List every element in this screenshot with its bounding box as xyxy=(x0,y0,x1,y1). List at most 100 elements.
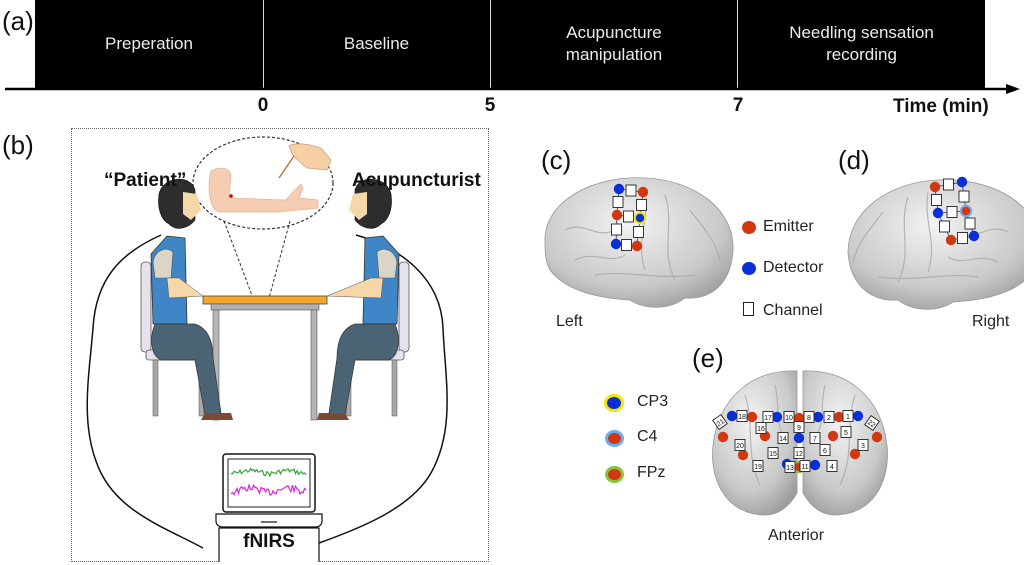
phase-label: Needling sensation recording xyxy=(789,22,934,64)
channel-box: 7 xyxy=(809,432,821,444)
cable-left xyxy=(86,234,204,549)
probe-layout-left xyxy=(610,183,649,252)
panel-label-d: (d) xyxy=(838,145,870,175)
svg-text:19: 19 xyxy=(754,464,762,471)
detector xyxy=(726,410,738,422)
channel-box: 3 xyxy=(857,439,869,451)
setup-illustration xyxy=(86,136,448,562)
channel-box xyxy=(621,239,632,251)
emitter xyxy=(833,411,845,423)
channel-box: 11 xyxy=(799,460,811,472)
tick-0: 0 xyxy=(257,95,269,116)
cp3-marker-icon xyxy=(604,394,624,412)
svg-text:6: 6 xyxy=(823,448,827,455)
channel-box xyxy=(939,220,950,233)
view-label-right: Right xyxy=(972,313,1010,330)
svg-text:4: 4 xyxy=(830,464,834,471)
channel-icon xyxy=(743,302,754,316)
svg-text:14: 14 xyxy=(779,436,787,443)
emitter xyxy=(746,411,758,423)
tick-5: 5 xyxy=(484,95,496,116)
fnirs-label: fNIRS xyxy=(243,531,295,552)
detector xyxy=(809,459,821,471)
emitter xyxy=(631,240,643,252)
legend-c4-label: C4 xyxy=(637,428,658,445)
detector-icon xyxy=(742,262,756,275)
emitter xyxy=(849,448,861,460)
channel-box xyxy=(964,217,976,230)
detector xyxy=(793,432,805,444)
channel-box xyxy=(958,190,970,203)
axis-title: Time (min) xyxy=(893,96,989,117)
channel-box: 1 xyxy=(842,410,854,422)
emitter-icon xyxy=(742,221,756,234)
svg-text:1: 1 xyxy=(846,414,850,421)
channel-box: 4 xyxy=(826,460,838,472)
view-label-anterior: Anterior xyxy=(768,527,825,544)
channel-box: 6 xyxy=(819,444,831,456)
channel-box: 22 xyxy=(864,415,880,431)
detector xyxy=(852,410,864,422)
emitter xyxy=(737,449,749,461)
channel-box xyxy=(943,178,954,191)
channel-box xyxy=(612,196,624,208)
phase-baseline: Baseline xyxy=(263,0,490,88)
detector xyxy=(812,411,824,423)
laptop-icon xyxy=(215,453,323,528)
channel-box: 13 xyxy=(784,461,796,473)
channel-box xyxy=(946,206,958,218)
detector xyxy=(956,176,968,188)
phase-divider xyxy=(737,0,738,88)
channel-box: 14 xyxy=(777,432,789,444)
legend-cp3-label: CP3 xyxy=(637,393,669,410)
channel-box: 2 xyxy=(823,411,835,423)
channel-box xyxy=(633,226,644,238)
channel-box: 16 xyxy=(755,422,767,434)
signal-trace-top xyxy=(230,467,307,478)
channel-box: 18 xyxy=(736,410,748,422)
legend-detector-label: Detector xyxy=(763,259,824,276)
table xyxy=(202,295,328,421)
view-label-left: Left xyxy=(556,313,583,330)
phase-acupuncture: Acupuncture manipulation xyxy=(490,0,738,88)
svg-text:15: 15 xyxy=(769,451,777,458)
svg-text:11: 11 xyxy=(801,464,808,471)
cp3-optode xyxy=(633,211,647,225)
channel-box xyxy=(957,232,968,244)
callout-line xyxy=(223,220,254,299)
c4-marker-icon xyxy=(605,430,624,447)
channel-box: 20 xyxy=(734,439,746,451)
time-axis-arrow xyxy=(5,84,1020,94)
patient-figure xyxy=(150,178,233,420)
channel-box: 9 xyxy=(793,421,805,433)
fnirs-device xyxy=(218,527,320,562)
svg-text:13: 13 xyxy=(786,465,794,472)
detector xyxy=(613,183,625,195)
arm-icon xyxy=(208,167,319,213)
acupuncturist-label: Acupuncturist xyxy=(352,170,481,191)
channel-box: 17 xyxy=(762,411,774,423)
c4-optode xyxy=(959,204,973,218)
signal-trace-bottom xyxy=(230,483,307,496)
acupoint-marker xyxy=(229,194,233,198)
patient-label: “Patient” xyxy=(104,170,187,191)
detector xyxy=(968,230,980,242)
acupuncturist-figure xyxy=(317,178,400,420)
fpz-marker-icon xyxy=(605,466,624,483)
emitter xyxy=(929,181,941,193)
emitter xyxy=(793,412,805,424)
phase-label: Preperation xyxy=(105,33,193,53)
legend-fpz-label: FPz xyxy=(637,464,666,481)
needle-hand-icon xyxy=(278,143,332,179)
probe-layout-right xyxy=(929,176,980,246)
channel-box xyxy=(636,199,647,211)
channel-box: 5 xyxy=(840,426,852,438)
phase-label: Baseline xyxy=(343,33,410,53)
svg-text:21: 21 xyxy=(716,418,726,428)
emitter xyxy=(637,186,649,198)
svg-text:12: 12 xyxy=(795,451,803,458)
svg-text:16: 16 xyxy=(757,426,765,433)
panel-label-c: (c) xyxy=(541,145,572,175)
legend-channel-label: Channel xyxy=(763,302,823,319)
